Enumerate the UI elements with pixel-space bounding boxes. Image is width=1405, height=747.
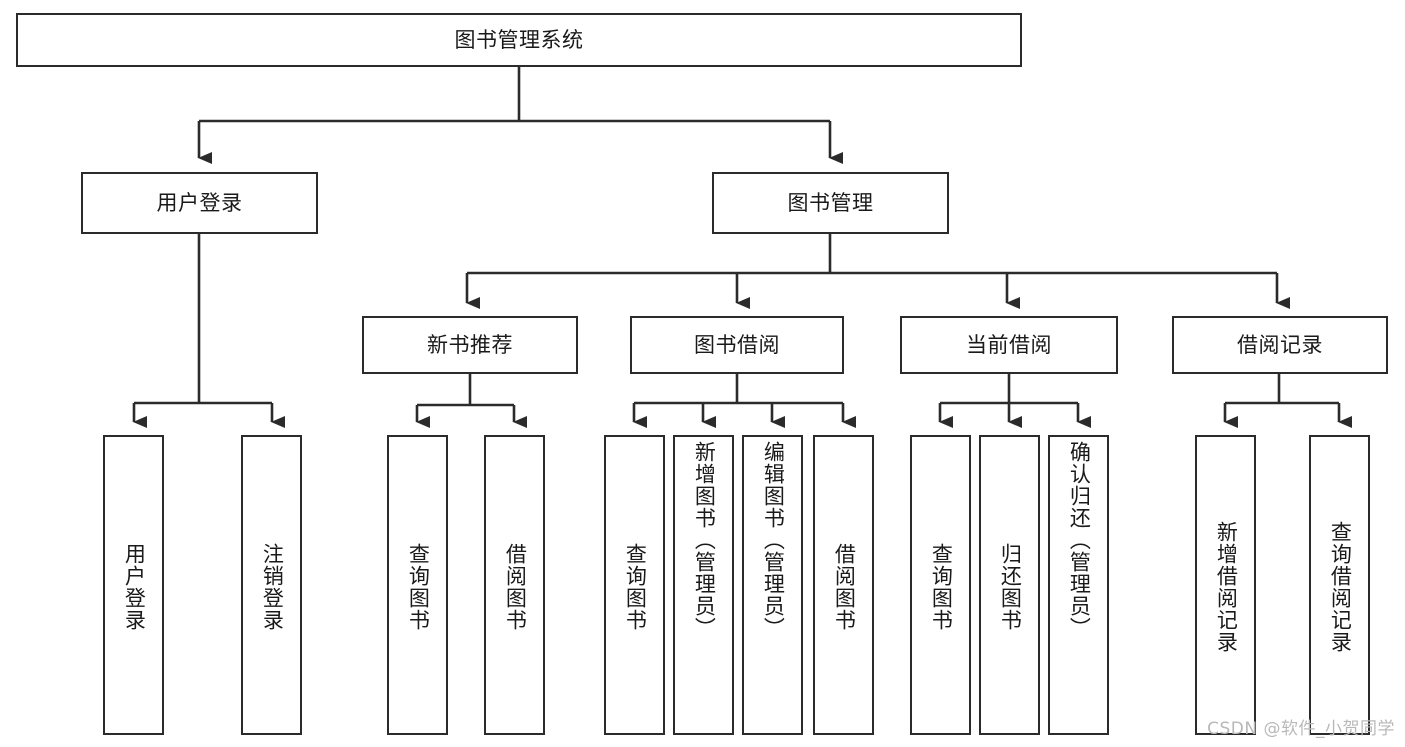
leaf-br-add-record-label: 新增借阅记录: [1214, 521, 1239, 653]
node-borrow-record[interactable]: 借阅记录: [1172, 316, 1388, 374]
node-root-label: 图书管理系统: [454, 27, 584, 52]
leaf-cb-confirm-return[interactable]: 确认归还（管理员）: [1048, 435, 1109, 735]
leaf-nb-query-book[interactable]: 查询图书: [387, 435, 448, 735]
node-root[interactable]: 图书管理系统: [16, 13, 1022, 67]
leaf-bb-borrow-book-label: 借阅图书: [832, 543, 857, 631]
node-book-management-label: 图书管理: [787, 190, 874, 215]
leaf-cb-return-book-label: 归还图书: [998, 543, 1023, 631]
leaf-user-login[interactable]: 用户登录: [103, 435, 164, 735]
node-user-login[interactable]: 用户登录: [81, 172, 318, 234]
node-book-management[interactable]: 图书管理: [712, 172, 949, 234]
watermark: CSDN @软件_小贺同学: [1207, 719, 1395, 739]
leaf-bb-query-book-label: 查询图书: [623, 543, 648, 631]
node-book-borrow-label: 图书借阅: [694, 332, 780, 357]
node-new-book-recommend[interactable]: 新书推荐: [362, 316, 578, 374]
node-user-login-label: 用户登录: [156, 190, 243, 215]
leaf-bb-add-book[interactable]: 新增图书（管理员）: [673, 435, 734, 735]
leaf-bb-edit-book[interactable]: 编辑图书（管理员）: [742, 435, 803, 735]
leaf-bb-add-book-label: 新增图书（管理员）: [692, 441, 717, 639]
leaf-cb-confirm-return-label: 确认归还（管理员）: [1067, 441, 1092, 639]
leaf-logout[interactable]: 注销登录: [241, 435, 302, 735]
leaf-nb-borrow-book-label: 借阅图书: [503, 543, 528, 631]
leaf-br-query-record[interactable]: 查询借阅记录: [1309, 435, 1370, 735]
leaf-cb-query-book[interactable]: 查询图书: [910, 435, 971, 735]
leaf-br-add-record[interactable]: 新增借阅记录: [1195, 435, 1256, 735]
leaf-bb-query-book[interactable]: 查询图书: [604, 435, 665, 735]
node-book-borrow[interactable]: 图书借阅: [630, 316, 844, 374]
leaf-nb-query-book-label: 查询图书: [406, 543, 431, 631]
node-new-book-recommend-label: 新书推荐: [427, 332, 513, 357]
leaf-bb-borrow-book[interactable]: 借阅图书: [813, 435, 874, 735]
leaf-br-query-record-label: 查询借阅记录: [1328, 521, 1353, 653]
leaf-cb-query-book-label: 查询图书: [929, 543, 954, 631]
leaf-user-login-label: 用户登录: [122, 543, 147, 631]
leaf-cb-return-book[interactable]: 归还图书: [979, 435, 1040, 735]
leaf-nb-borrow-book[interactable]: 借阅图书: [484, 435, 545, 735]
node-current-borrow-label: 当前借阅: [966, 332, 1052, 357]
leaf-logout-label: 注销登录: [260, 543, 285, 631]
node-borrow-record-label: 借阅记录: [1237, 332, 1323, 357]
node-current-borrow[interactable]: 当前借阅: [900, 316, 1118, 374]
leaf-bb-edit-book-label: 编辑图书（管理员）: [761, 441, 786, 639]
